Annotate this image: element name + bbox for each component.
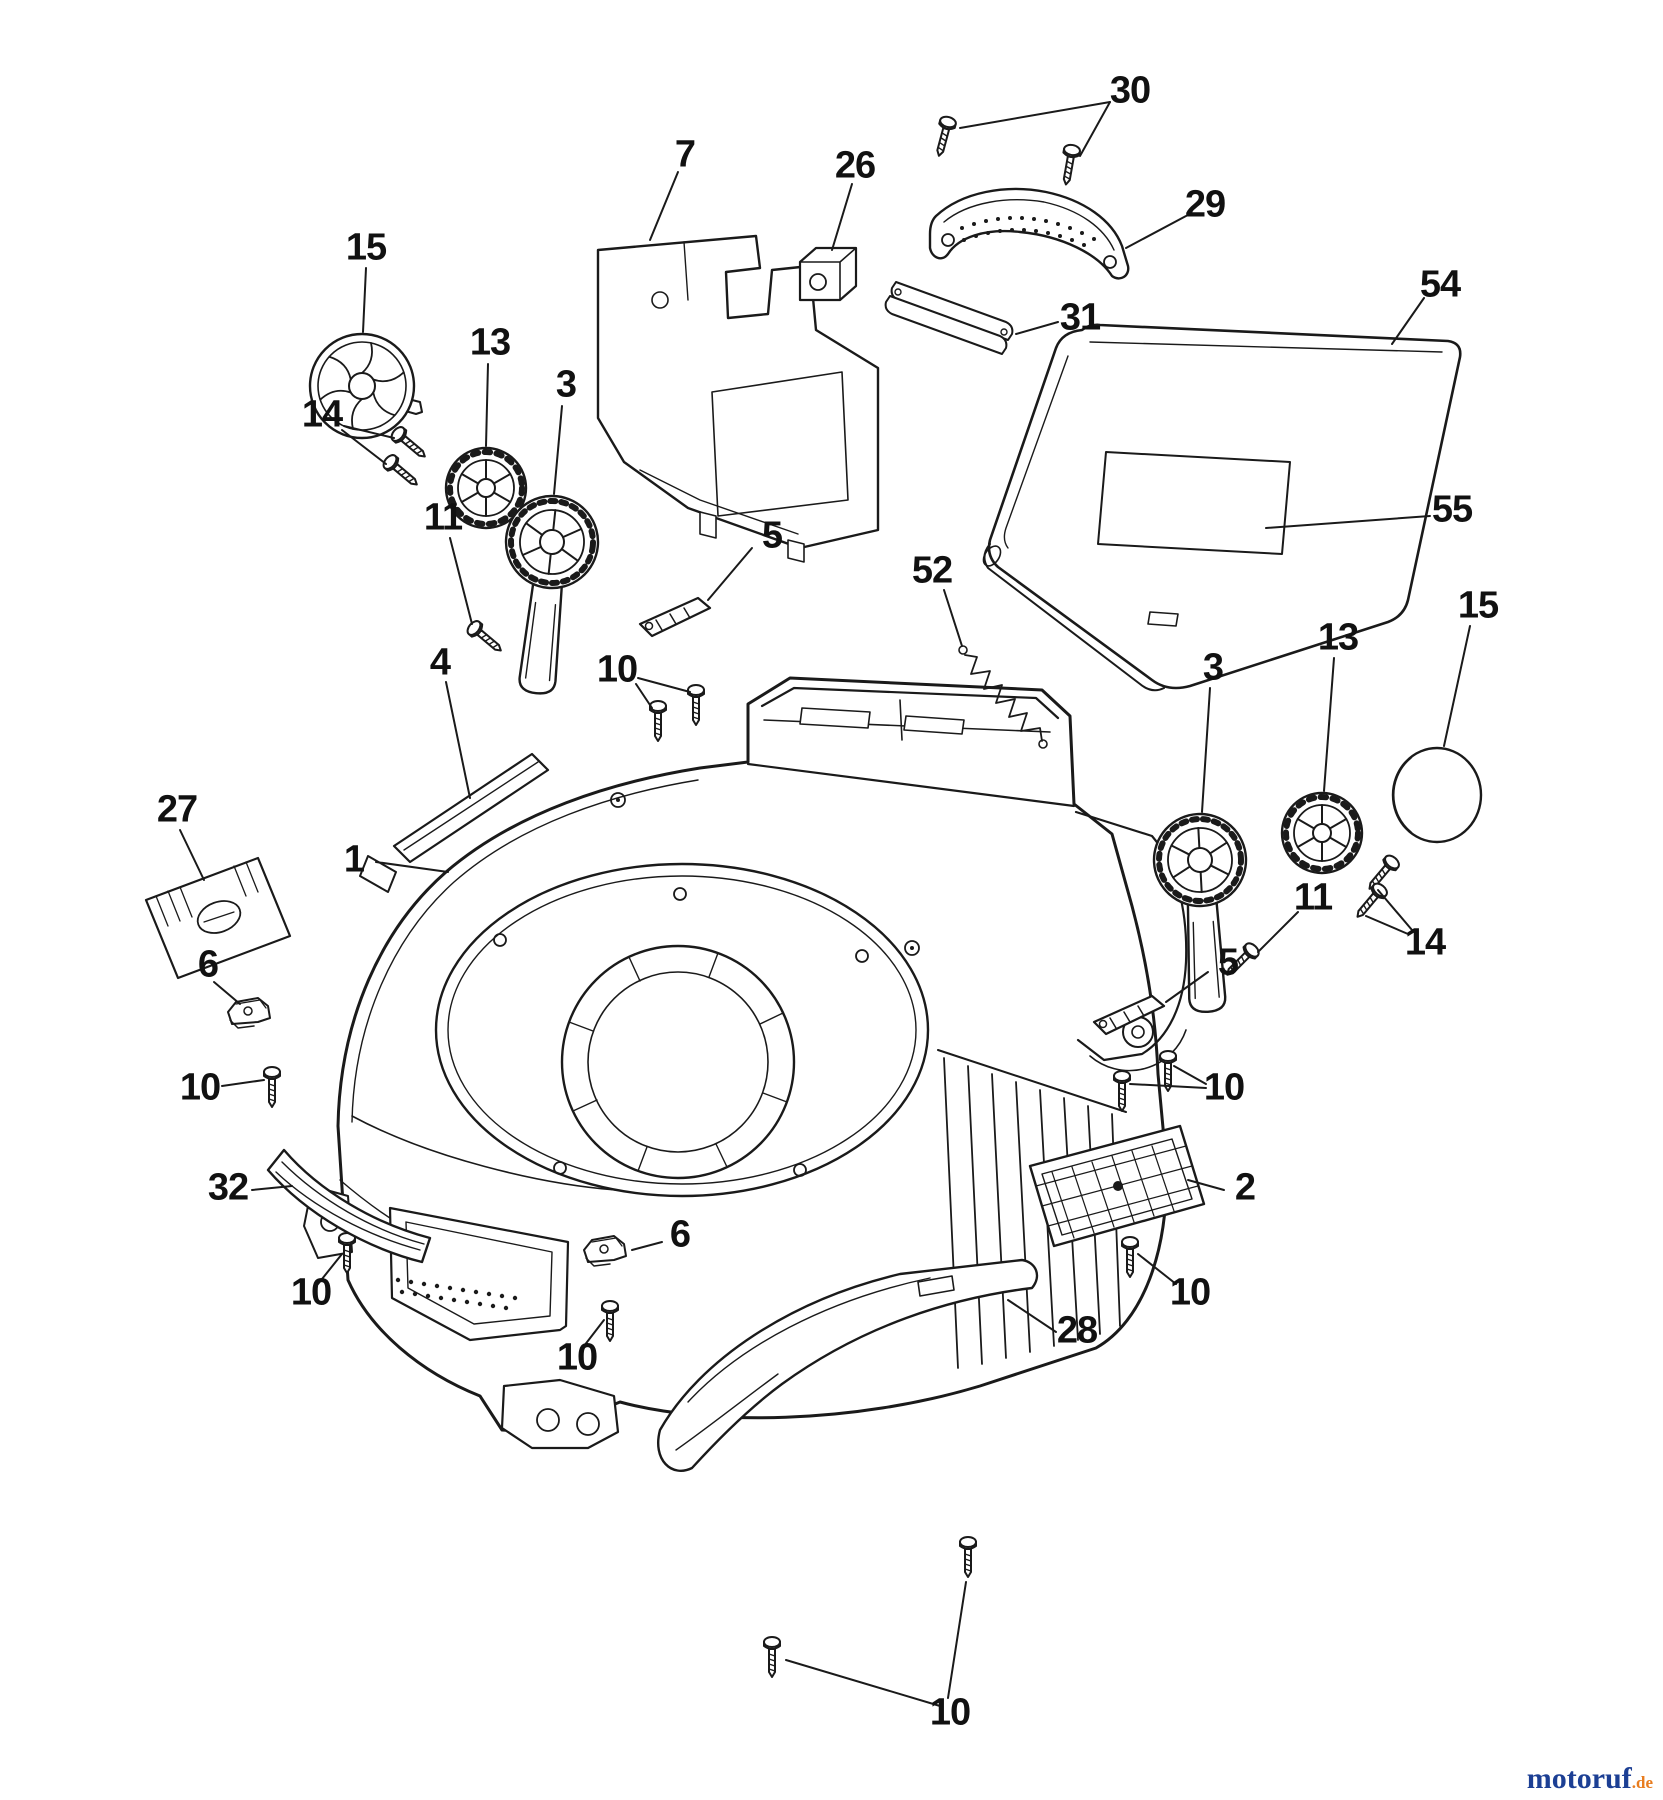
screws-14-right [1350, 852, 1403, 923]
leader-line [1125, 215, 1187, 249]
leader-line [1443, 625, 1471, 747]
leader-line [1201, 687, 1211, 813]
leader-line [959, 101, 1111, 129]
leader-line [1365, 915, 1409, 935]
leader-line [1257, 911, 1299, 953]
screw-icon [380, 451, 423, 492]
leader-line [1007, 1299, 1057, 1333]
screw-icon [959, 1536, 977, 1578]
watermark-tld: .de [1631, 1773, 1653, 1792]
right-hub-drawing [1282, 793, 1362, 873]
leader-line [341, 429, 387, 465]
leader-line [785, 1659, 941, 1707]
leader-lines [179, 101, 1471, 1707]
cap-drawing [798, 246, 858, 302]
leader-line [1187, 1179, 1225, 1191]
right-hubcap-drawing [1391, 746, 1483, 844]
screw-icon [763, 1636, 781, 1678]
leader-line [831, 183, 853, 251]
leader-line [317, 1253, 343, 1285]
leader-line [1015, 321, 1059, 335]
leader-line [449, 537, 473, 625]
motor-cover-drawing [596, 234, 880, 563]
leader-line [343, 425, 395, 439]
screw-icon [263, 1066, 281, 1108]
screw-icon [1057, 142, 1082, 187]
leader-line [1129, 1083, 1207, 1089]
leader-line [362, 267, 367, 333]
leader-line [707, 547, 753, 601]
leader-line [635, 683, 653, 709]
leader-line [1377, 889, 1413, 931]
mower-deck-drawing [303, 676, 1188, 1450]
leader-line [213, 981, 241, 1005]
leader-line [179, 829, 205, 881]
left-wheel-drawing [308, 332, 423, 440]
flap-label-plate [1097, 451, 1291, 555]
leader-line [1173, 1065, 1207, 1085]
leader-line [943, 589, 963, 647]
leader-line [1165, 971, 1209, 1003]
leader-line [485, 363, 489, 447]
handle-bracket-drawing [928, 187, 1130, 280]
bumper-drawing [266, 1148, 432, 1264]
watermark: motoruf.de [1527, 1764, 1653, 1794]
screws-30 [930, 114, 1082, 187]
screw-icon [687, 684, 705, 726]
leader-line [631, 1241, 663, 1251]
rear-flap-drawing [982, 323, 1462, 692]
rail-5-left-drawing [638, 596, 712, 638]
leader-line [947, 1581, 967, 1699]
right-adjuster-drawing [1152, 812, 1254, 1015]
leader-line [1137, 1253, 1177, 1285]
rail-4-drawing [359, 752, 550, 893]
leader-line [221, 1079, 265, 1087]
leader-line [1079, 101, 1111, 157]
clip-6-left-drawing [227, 997, 271, 1029]
leader-line [251, 1185, 293, 1191]
leader-line [1391, 297, 1425, 345]
decal-strip-drawing [144, 856, 292, 980]
grille-drawing [1028, 1124, 1206, 1248]
leader-line [1323, 657, 1335, 792]
leader-line [375, 861, 449, 873]
leader-line [649, 171, 679, 241]
leader-line [583, 1319, 605, 1347]
watermark-name: motoruf [1526, 1762, 1632, 1795]
front-cover-drawing [657, 1258, 1039, 1472]
leader-line [637, 677, 691, 693]
leader-line [553, 405, 563, 495]
screws-14-left [380, 423, 431, 492]
leader-line [1265, 515, 1431, 529]
screw-11-right [1220, 939, 1263, 982]
screw-icon [930, 114, 959, 159]
bar-drawing [884, 281, 1014, 355]
leader-line [445, 681, 471, 799]
